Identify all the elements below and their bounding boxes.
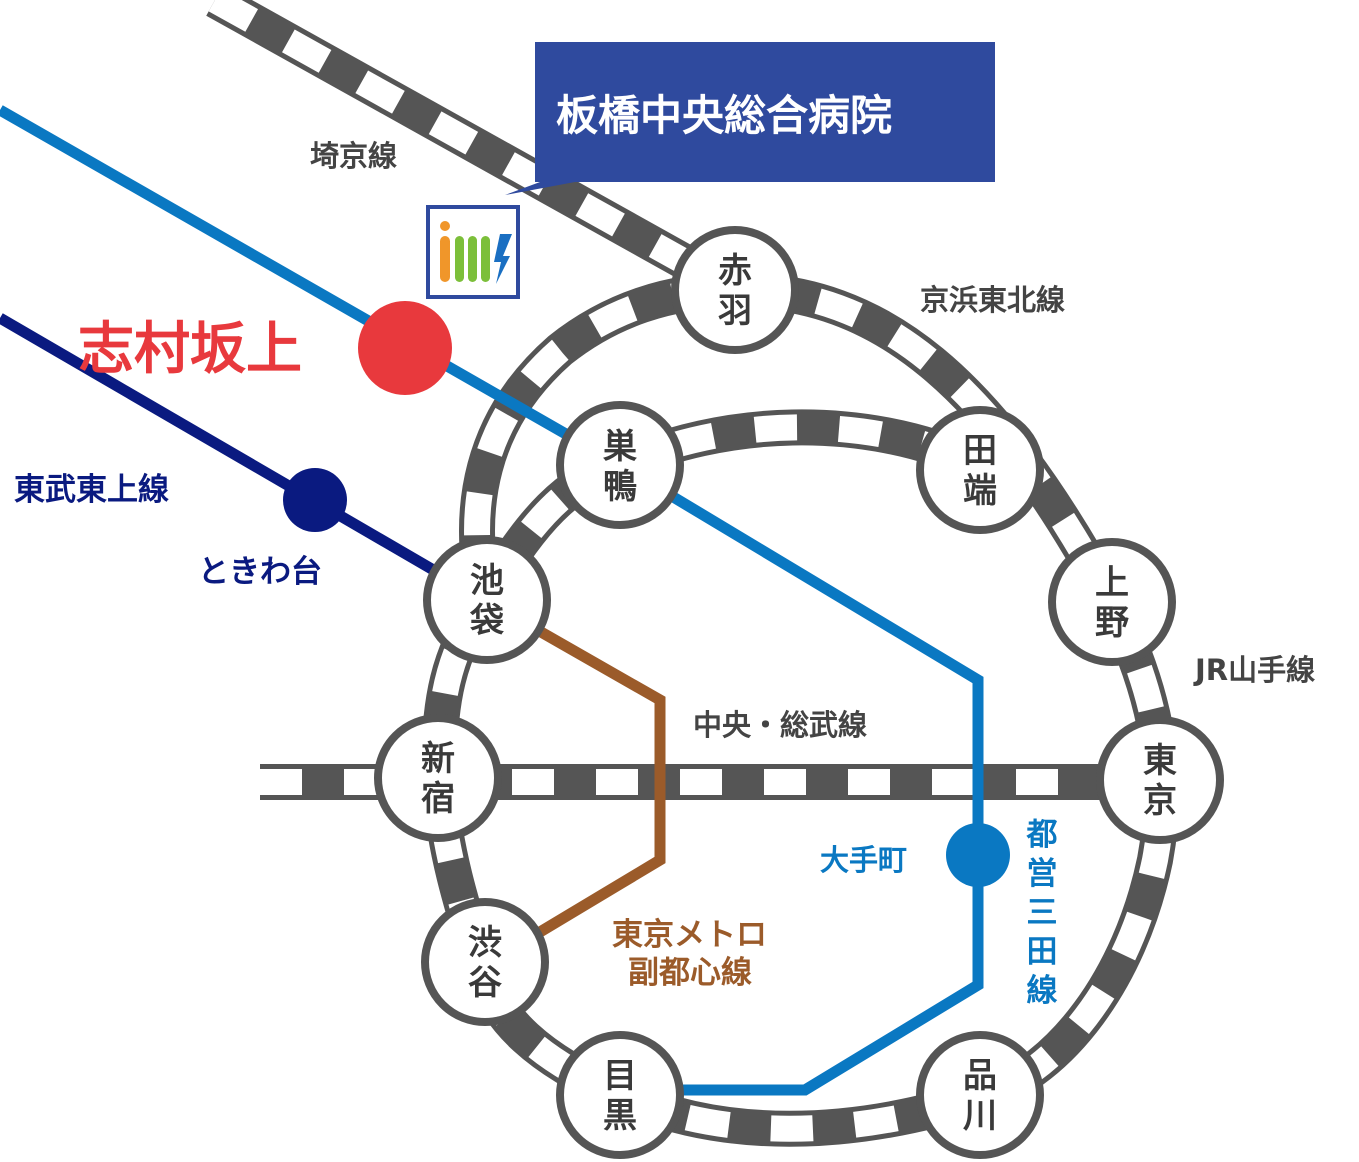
- station-akabane-label-1: 赤: [718, 251, 752, 291]
- station-shinagawa-label-2: 川: [963, 1096, 997, 1136]
- fukutoshin-line: [482, 595, 666, 970]
- station-tokyo-label-2: 京: [1143, 781, 1177, 821]
- fukutoshin-label-1: 東京メトロ: [612, 917, 767, 953]
- station-shinagawa[interactable]: 品 川: [916, 1031, 1044, 1159]
- mita-char-2: 営: [1027, 856, 1058, 892]
- station-meguro-label-1: 目: [603, 1056, 637, 1096]
- mita-char-1: 都: [1026, 817, 1058, 853]
- chuo-sobu-label: 中央・総武線: [693, 708, 867, 742]
- station-meguro-label-2: 黒: [603, 1096, 637, 1136]
- mita-char-4: 田: [1027, 934, 1058, 970]
- station-shibuya-label-1: 渋: [468, 923, 502, 963]
- hospital-logo-icon: [426, 205, 520, 299]
- shimura-sakaue-label: 志村坂上: [78, 317, 302, 382]
- station-shibuya[interactable]: 渋 谷: [421, 898, 549, 1026]
- otemachi-dot[interactable]: [946, 823, 1010, 887]
- station-shinagawa-label-1: 品: [963, 1056, 997, 1096]
- station-shibuya-label-2: 谷: [468, 963, 502, 1003]
- keihin-tohoku-label: 京浜東北線: [920, 283, 1065, 317]
- station-ueno-label-1: 上: [1095, 563, 1129, 603]
- station-meguro[interactable]: 目 黒: [556, 1031, 684, 1159]
- station-akabane[interactable]: 赤 羽: [671, 226, 799, 354]
- saikyo-label: 埼京線: [310, 139, 397, 173]
- station-sugamo-label-2: 鴨: [603, 467, 637, 507]
- station-tabata-label-2: 端: [963, 471, 997, 511]
- station-shinjuku[interactable]: 新 宿: [374, 714, 502, 842]
- station-ueno-label-2: 野: [1095, 603, 1129, 643]
- hospital-name: 板橋中央総合病院: [556, 91, 892, 140]
- station-ikebukuro-label-2: 袋: [469, 601, 504, 641]
- mita-char-3: 三: [1027, 895, 1058, 931]
- station-tokyo[interactable]: 東 京: [1096, 716, 1224, 844]
- station-tokyo-label-1: 東: [1143, 741, 1177, 781]
- station-akabane-label-2: 羽: [718, 291, 752, 331]
- station-shinjuku-label-1: 新: [421, 739, 455, 779]
- mita-char-5: 線: [1027, 973, 1058, 1009]
- station-tabata-label-1: 田: [963, 431, 997, 471]
- tokiwadai-label: ときわ台: [198, 554, 322, 590]
- tobu-tojo-line: [0, 313, 488, 605]
- shimura-sakaue-dot[interactable]: [358, 301, 452, 395]
- station-sugamo[interactable]: 巣 鴨: [556, 401, 684, 529]
- station-ikebukuro-label-1: 池: [470, 561, 504, 601]
- tobu-tojo-label: 東武東上線: [14, 472, 169, 508]
- station-ueno[interactable]: 上 野: [1048, 538, 1176, 666]
- station-sugamo-label-1: 巣: [603, 427, 637, 467]
- station-tabata[interactable]: 田 端: [916, 406, 1044, 534]
- station-shinjuku-label-2: 宿: [421, 779, 455, 819]
- otemachi-label: 大手町: [820, 843, 907, 877]
- hospital-callout[interactable]: 板橋中央総合病院: [505, 42, 995, 195]
- fukutoshin-label-2: 副都心線: [628, 955, 752, 991]
- mita-vertical-label: 都 営 三 田 線: [1026, 817, 1058, 1009]
- yamanote-label: JR山手線: [1193, 653, 1315, 687]
- tokiwadai-dot[interactable]: [283, 468, 347, 532]
- station-ikebukuro[interactable]: 池 袋: [423, 536, 551, 664]
